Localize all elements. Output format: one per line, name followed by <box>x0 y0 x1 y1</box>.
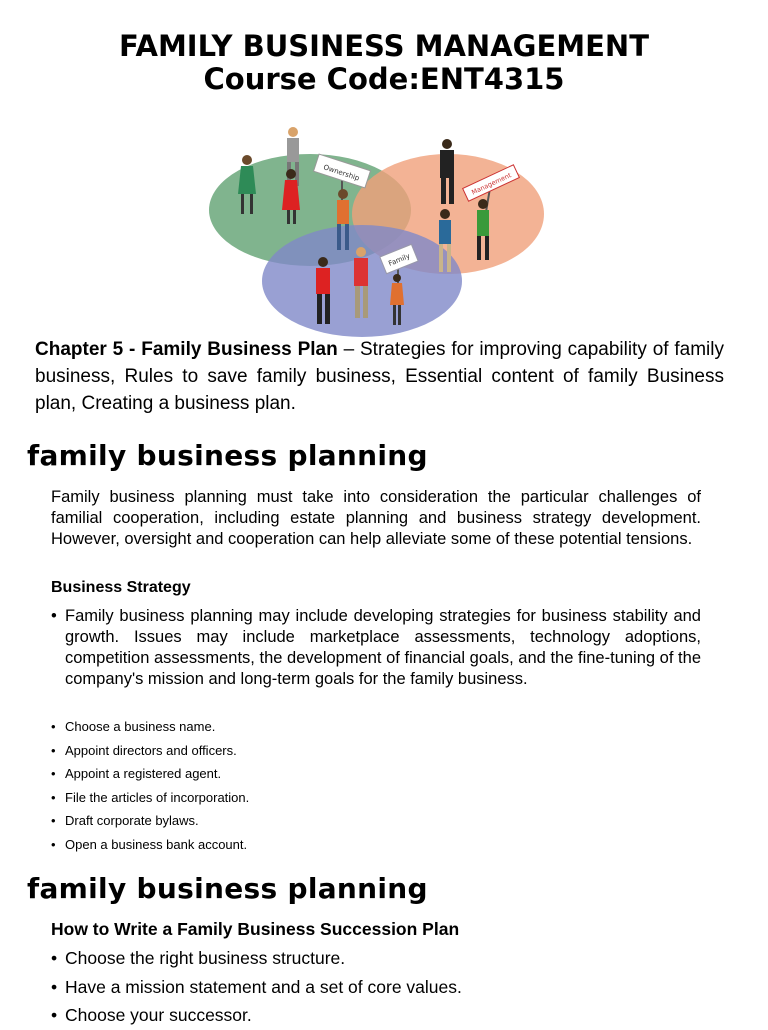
person-10 <box>390 274 404 325</box>
succession-plan-subheading: How to Write a Family Business Successio… <box>51 919 460 939</box>
steps-list: • Choose a business name. • Appoint direct… <box>51 715 701 857</box>
bullet-icon: • <box>51 719 56 734</box>
bullet-icon: • <box>51 813 56 829</box>
list-item: • Open a business bank account. <box>51 833 701 857</box>
section-heading-2: family business planning <box>27 872 428 905</box>
venn-illustration: Ownership Management Family <box>209 127 544 337</box>
list-item: • Draft corporate bylaws. <box>51 809 701 833</box>
intro-paragraph: Family business planning must take into … <box>51 488 701 548</box>
chapter-text: – Strategies for improving capability of… <box>35 339 724 414</box>
bullet-icon: • <box>51 766 56 782</box>
bullet-icon: • <box>51 1005 58 1025</box>
person-6 <box>439 209 451 272</box>
sign-family: Family <box>379 243 419 293</box>
list-item: • Have a mission statement and a set of c… <box>51 973 701 1002</box>
business-strategy-subheading: Business Strategy <box>51 579 191 596</box>
person-3 <box>282 169 300 224</box>
strategy-bullet-list: • Family business planning may include de… <box>51 606 701 690</box>
title-line-1: FAMILY BUSINESS MANAGEMENT <box>119 29 649 63</box>
document-title: FAMILY BUSINESS MANAGEMENT Course Code:E… <box>0 30 768 96</box>
person-1 <box>238 155 256 214</box>
list-item-text: Choose the right business structure. <box>65 948 346 968</box>
chapter-label: Chapter 5 - Family Business Plan <box>35 339 338 360</box>
list-item-text: Open a business bank account. <box>65 836 248 852</box>
person-7 <box>477 199 489 260</box>
bullet-icon: • <box>51 742 56 758</box>
list-item-text: Appoint a registered agent. <box>65 766 222 782</box>
list-item-text: Choose your successor. <box>65 1005 252 1025</box>
bullet-icon: • <box>51 976 58 997</box>
list-item-text: Have a mission statement and a set of co… <box>65 976 462 997</box>
section-heading-1: family business planning <box>27 439 428 472</box>
list-item-text: Family business planning may include dev… <box>65 607 701 688</box>
title-line-2: Course Code:ENT4315 <box>203 62 565 96</box>
list-item-text: Choose a business name. <box>65 719 216 734</box>
list-item: • Choose the right business structure. <box>51 944 701 973</box>
list-item: • Choose your successor. <box>51 1001 701 1030</box>
chapter-summary: Chapter 5 - Family Business Plan – Strat… <box>35 336 724 417</box>
list-item: • Family business planning may include de… <box>51 606 701 690</box>
person-4 <box>337 189 349 250</box>
person-5 <box>440 139 454 204</box>
list-item: • Appoint directors and officers. <box>51 739 701 763</box>
bullet-icon: • <box>51 607 57 625</box>
person-9 <box>354 247 368 318</box>
bullet-icon: • <box>51 836 56 852</box>
list-item: • File the articles of incorporation. <box>51 786 701 810</box>
list-item-text: File the articles of incorporation. <box>65 789 250 805</box>
list-item: • Appoint a registered agent. <box>51 762 701 786</box>
succession-list: • Choose the right business structure. • H… <box>51 944 701 1030</box>
bullet-icon: • <box>51 948 58 968</box>
person-8 <box>316 257 330 324</box>
list-item-text: Appoint directors and officers. <box>65 742 237 758</box>
bullet-icon: • <box>51 789 56 805</box>
list-item-text: Draft corporate bylaws. <box>65 813 199 829</box>
list-item: • Choose a business name. <box>51 715 701 739</box>
